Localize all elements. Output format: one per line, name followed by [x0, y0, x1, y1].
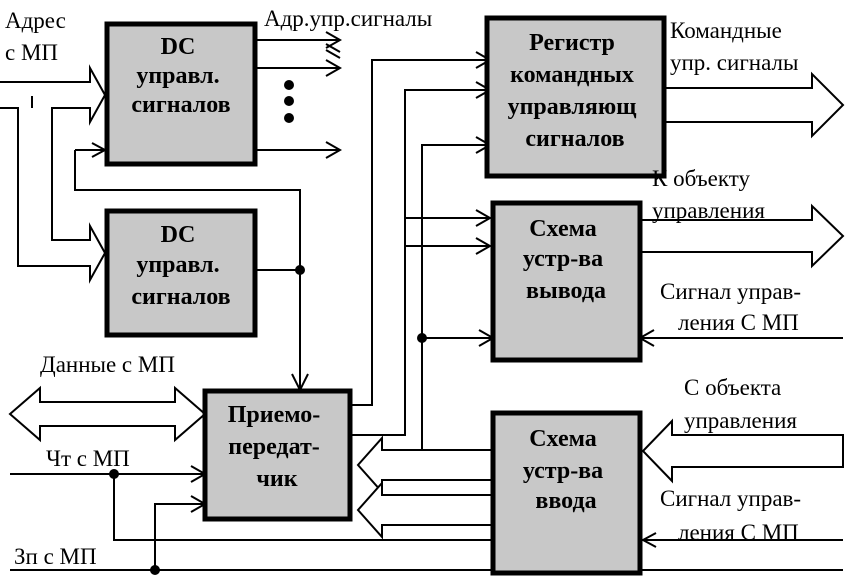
- command-signals-label: Командные упр. сигналы: [670, 18, 798, 75]
- dc1-title: DC управл. сигналов: [131, 34, 230, 118]
- read-label: Чт с МП: [46, 446, 130, 471]
- register-title: Регистр командных управляющ сигналов: [508, 30, 643, 152]
- address-label: Адрес с МП: [5, 8, 72, 65]
- data-label: Данные с МП: [40, 352, 175, 377]
- from-object-bus: [641, 418, 844, 484]
- dc-block-1: [104, 21, 258, 167]
- output-block: [490, 200, 643, 363]
- input-title: Схема устр-ва ввода: [523, 426, 609, 514]
- dc-block-2: [104, 208, 258, 338]
- input-data-bus: [356, 435, 496, 495]
- signal-in-label: Сигнал управ- ления С МП: [660, 486, 807, 545]
- addr-signals-label: Адр.упр.сигналы: [264, 6, 432, 31]
- data-bus: [8, 385, 207, 443]
- input-block: [490, 410, 643, 576]
- from-object-label: С объекта управления: [684, 375, 797, 433]
- ellipsis-dot: [284, 96, 294, 106]
- register-block: [484, 15, 667, 179]
- transceiver-block: [202, 388, 353, 522]
- signal-out-label: Сигнал управ- ления С МП: [660, 279, 807, 335]
- command-signals-bus: [664, 71, 845, 139]
- ellipsis-dot: [284, 113, 294, 123]
- to-object-bus: [639, 203, 845, 269]
- output-title: Схема устр-ва вывода: [523, 216, 609, 304]
- dc1-wiring: [74, 31, 343, 390]
- input-data-bus-2: [356, 480, 496, 540]
- dc2-title: DC управл. сигналов: [131, 222, 230, 310]
- transceiver-title: Приемо- передат- чик: [228, 402, 327, 492]
- dc2-wiring: [255, 265, 309, 393]
- internal-bus: [350, 51, 496, 474]
- write-label: Зп с МП: [14, 544, 97, 569]
- address-bus: [0, 64, 107, 284]
- to-object-label: К объекту управления: [652, 166, 765, 223]
- ellipsis-dot: [284, 80, 294, 90]
